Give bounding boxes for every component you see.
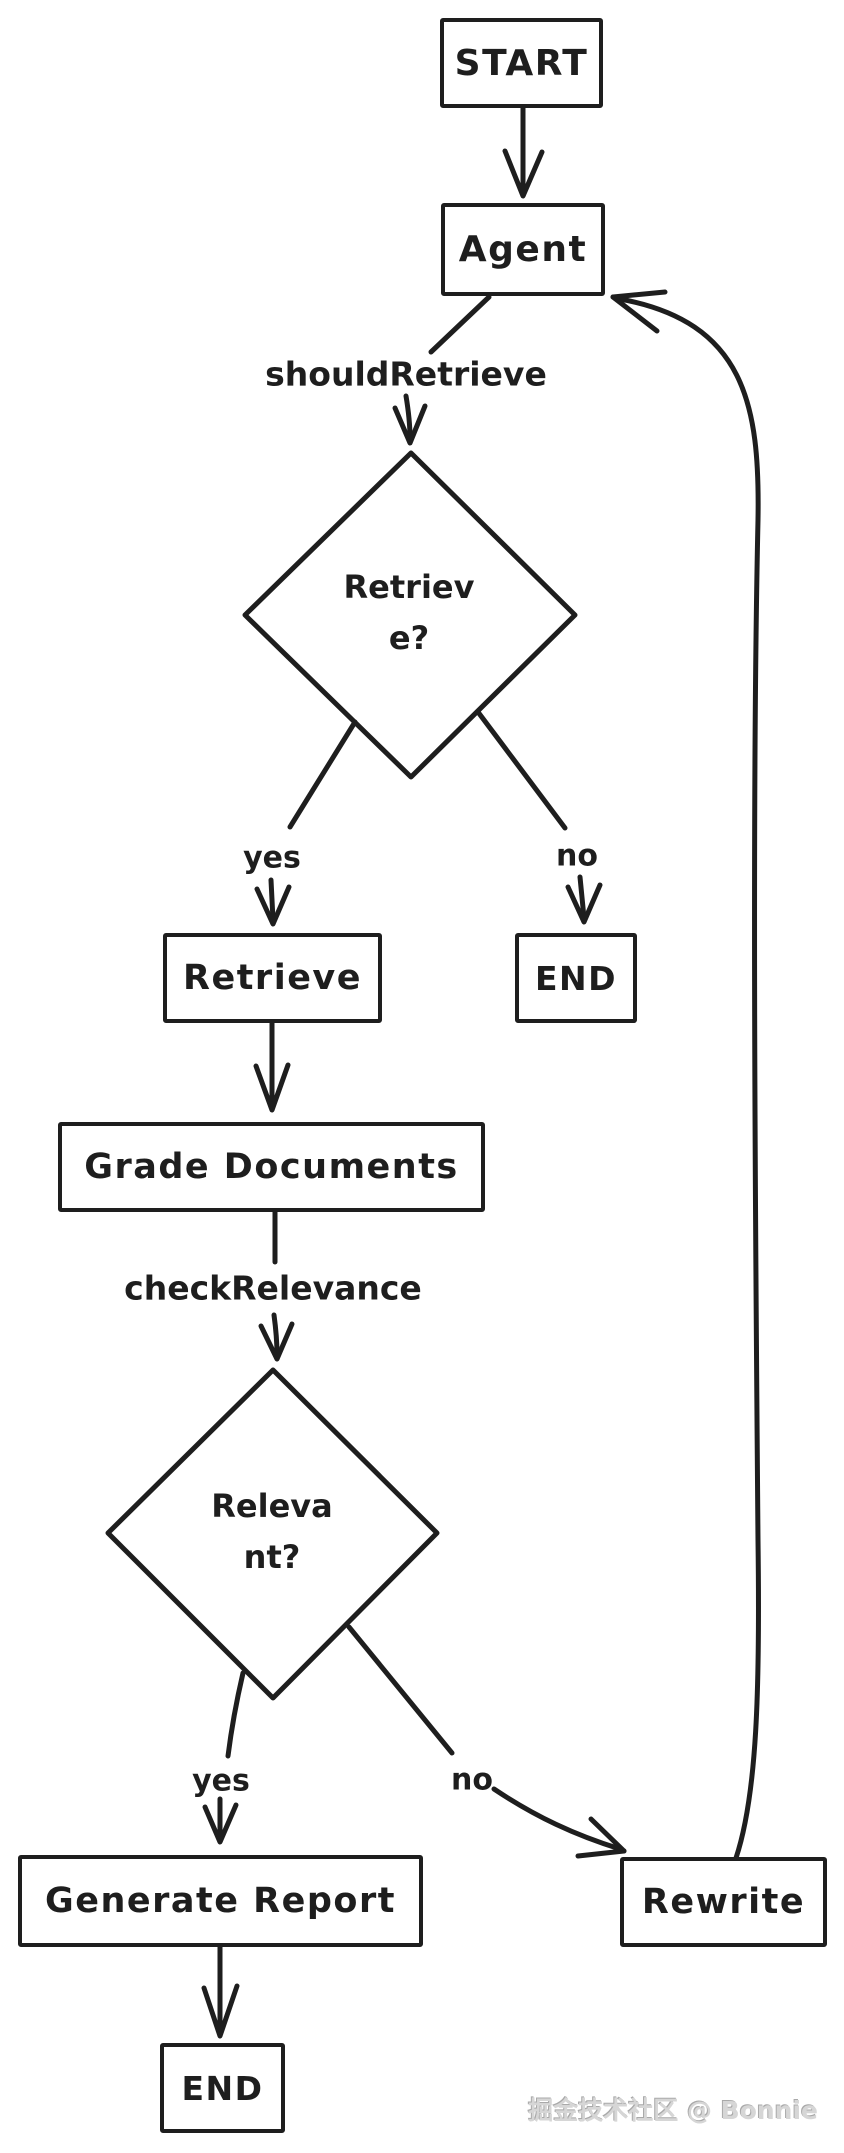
relevant-decision-label: Releva nt?	[211, 1486, 333, 1576]
edge-label-should-retrieve: shouldRetrieve	[265, 354, 547, 394]
node-rewrite: Rewrite	[620, 1857, 827, 1947]
edge-retrieve-grade-arrowhead	[253, 1062, 291, 1113]
edge-retrieve-no-arrowhead	[565, 882, 603, 925]
edge-relevant-no-curve	[491, 1786, 623, 1852]
edge-rewrite-agent-arrowhead-barb2	[610, 294, 660, 334]
edge-checkrelevance-arrowhead	[258, 1321, 295, 1362]
relevant-decision-diamond	[105, 1367, 440, 1701]
edge-retrieve-yes-arrowhead	[254, 884, 292, 927]
node-grade-documents: Grade Documents	[58, 1122, 485, 1212]
edge-relevant-no-arrowhead-barb1	[588, 1816, 627, 1854]
node-start: START	[440, 18, 603, 108]
edge-start-agent-arrowhead	[502, 148, 545, 199]
node-end-top: END	[515, 933, 637, 1023]
edge-label-relevant-yes: yes	[192, 1763, 250, 1799]
edge-label-retrieve-no: no	[556, 838, 598, 874]
edge-label-retrieve-yes: yes	[243, 840, 301, 876]
edge-relevant-yes-arrowhead	[202, 1802, 239, 1845]
edge-shouldretrieve-arrow-line	[403, 393, 413, 441]
node-end-bottom: END	[160, 2043, 285, 2133]
edge-relevant-no-arrowhead-barb2	[575, 1848, 627, 1859]
edge-agent-decision-line	[428, 294, 492, 355]
edge-retrieve-no-arrow-line	[577, 874, 587, 921]
edge-checkrelevance-arrow-line	[271, 1312, 280, 1358]
edge-retrieve-yes-arrow-line	[268, 877, 276, 923]
watermark-text: 掘金技术社区 @ Bonnie	[528, 2096, 818, 2125]
edge-relevant-no-line	[346, 1624, 455, 1756]
edge-retrieve-yes-line	[287, 719, 358, 830]
edge-shouldretrieve-arrowhead	[392, 403, 428, 446]
retrieve-decision-diamond	[242, 450, 578, 780]
edge-generate-end-arrowhead	[201, 1983, 240, 2039]
retrieve-decision-label: Retriev e?	[343, 567, 475, 657]
edge-rewrite-agent-arrowhead-barb1	[610, 289, 668, 300]
edge-label-relevant-no: no	[451, 1762, 493, 1798]
edge-label-check-relevance: checkRelevance	[124, 1268, 422, 1308]
edge-retrieve-no-line	[475, 709, 568, 831]
edge-rewrite-agent-curve	[617, 296, 762, 1861]
node-agent: Agent	[441, 203, 605, 296]
node-retrieve: Retrieve	[163, 933, 382, 1023]
node-generate-report: Generate Report	[18, 1855, 423, 1947]
edge-relevant-yes-line	[225, 1670, 246, 1759]
